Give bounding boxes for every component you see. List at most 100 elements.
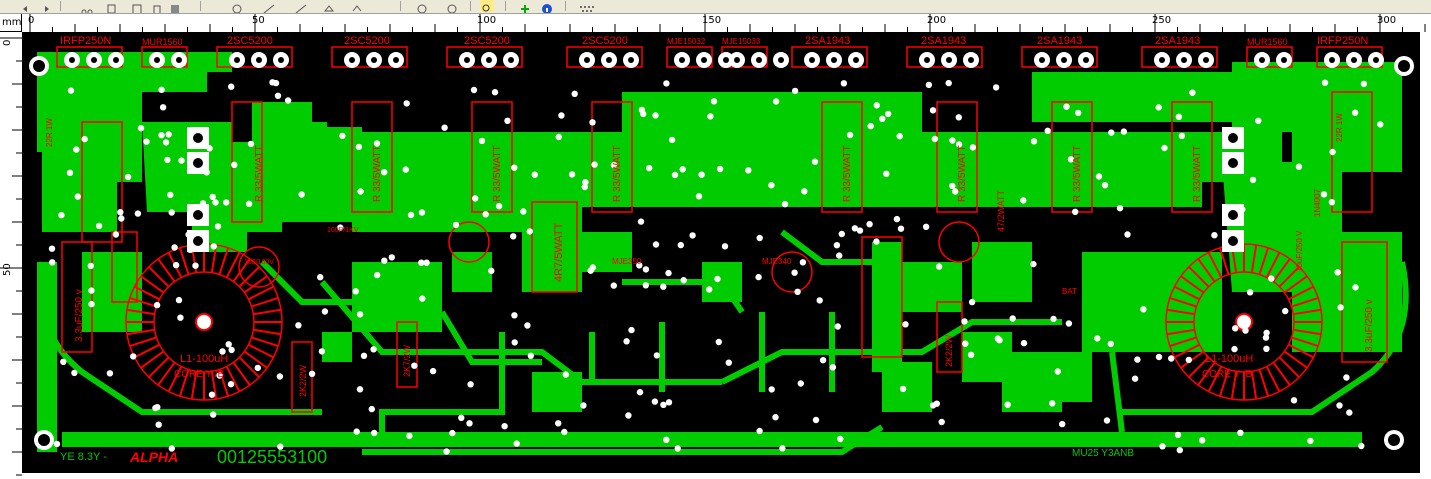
via-pad: [1050, 315, 1057, 323]
via-pad: [1352, 284, 1359, 291]
winding-line: [1265, 252, 1281, 278]
add-component-icon[interactable]: [518, 0, 532, 13]
pcb-board[interactable]: IRFP250N MUR1560 2SC5200 2SC5200 2SC5200…: [22, 32, 1420, 473]
via-pad: [1242, 327, 1249, 334]
via-pad: [171, 244, 178, 251]
via-pad: [403, 100, 410, 107]
pad-hole: [701, 57, 707, 63]
via-pad: [488, 267, 495, 274]
winding-line: [1218, 247, 1230, 275]
via-pad: [571, 90, 578, 97]
via-pad: [228, 346, 235, 354]
via-pad: [165, 131, 172, 138]
via-pad: [591, 161, 598, 168]
via-pad: [168, 209, 175, 216]
delete-icon[interactable]: [150, 0, 164, 13]
core-label: CORE Y /B: [174, 369, 225, 380]
winding-line: [126, 328, 155, 336]
via-pad: [636, 262, 643, 269]
grid-icon[interactable]: [578, 0, 594, 12]
paste-icon[interactable]: [130, 0, 144, 13]
mirror-icon[interactable]: [262, 0, 276, 13]
rotate-icon[interactable]: [168, 0, 182, 13]
via-pad: [665, 399, 673, 406]
via-pad: [168, 445, 175, 452]
via-pad: [381, 257, 388, 264]
winding-line: [1288, 343, 1314, 359]
cut-icon[interactable]: [80, 0, 94, 13]
find-icon[interactable]: [445, 0, 459, 13]
via-pad: [873, 102, 880, 109]
via-pad: [935, 263, 943, 270]
winding-line: [126, 308, 155, 316]
via-pad: [511, 312, 518, 319]
winding-line: [134, 285, 160, 301]
via-pad: [504, 117, 511, 125]
zoom-out-icon[interactable]: [415, 0, 429, 13]
winding-line: [1174, 343, 1200, 359]
align-icon[interactable]: [294, 0, 308, 13]
via-pad: [837, 435, 844, 443]
winding-line: [1283, 350, 1308, 369]
via-pad: [66, 169, 74, 176]
pad-hole: [584, 57, 590, 63]
via-pad: [81, 135, 88, 143]
via-pad: [478, 137, 486, 145]
v-tick-label: 0: [2, 39, 13, 46]
via-pad: [829, 364, 837, 371]
undo-icon[interactable]: [20, 0, 34, 12]
via-pad: [178, 157, 185, 164]
pad-hole: [606, 57, 612, 63]
pad-hole: [1181, 57, 1187, 63]
via-pad: [840, 80, 848, 87]
via-pad: [212, 199, 219, 206]
via-pad: [352, 288, 359, 295]
via-pad: [949, 137, 956, 144]
pcb-canvas[interactable]: IRFP250N MUR1560 2SC5200 2SC5200 2SC5200…: [22, 32, 1431, 479]
via-pad: [834, 323, 841, 330]
via-pad: [562, 371, 569, 378]
via-pad: [707, 113, 714, 120]
via-pad: [1346, 409, 1353, 416]
via-pad: [210, 243, 217, 250]
via-pad: [945, 79, 952, 87]
via-pad: [1268, 275, 1275, 282]
silk-label: IRFP250N: [1317, 35, 1368, 47]
via-pad: [167, 191, 174, 199]
via-pad: [897, 225, 905, 232]
footer-right: MU25 Y3ANB: [1072, 448, 1134, 459]
via-pad: [994, 335, 1002, 342]
resistor-label: R 33/5WATT: [1072, 145, 1083, 202]
info-icon[interactable]: [540, 0, 554, 13]
copy-icon[interactable]: [105, 0, 119, 13]
winding-line: [1293, 328, 1322, 336]
via-pad: [1246, 289, 1254, 296]
redo-icon[interactable]: [38, 0, 52, 12]
via-pad: [112, 231, 120, 238]
silk-label: 2SA1943: [921, 35, 966, 47]
zoom-in-icon[interactable]: [350, 0, 364, 12]
pad-hole: [91, 57, 97, 63]
via-pad: [1059, 420, 1066, 428]
winding-line: [1180, 275, 1205, 294]
silk-label: 2SC5200: [582, 35, 628, 47]
winding-line: [218, 247, 230, 275]
via-pad: [1295, 163, 1303, 170]
group-icon[interactable]: [322, 0, 336, 12]
via-pad: [646, 164, 653, 172]
trace-layer: [37, 229, 1409, 455]
via-pad: [1094, 335, 1101, 342]
search-icon[interactable]: [480, 0, 494, 12]
winding-line: [1218, 369, 1230, 397]
via-pad: [679, 166, 686, 173]
via-pad: [511, 339, 518, 346]
via-pad: [513, 440, 520, 447]
via-pad: [589, 119, 596, 126]
pointer-icon[interactable]: [230, 0, 244, 13]
via-pad: [636, 389, 644, 396]
via-pad: [561, 428, 568, 436]
via-pad: [277, 443, 284, 450]
via-pad: [524, 322, 531, 329]
winding-line: [1258, 369, 1270, 397]
silk-label: MUR1560: [1247, 37, 1288, 47]
